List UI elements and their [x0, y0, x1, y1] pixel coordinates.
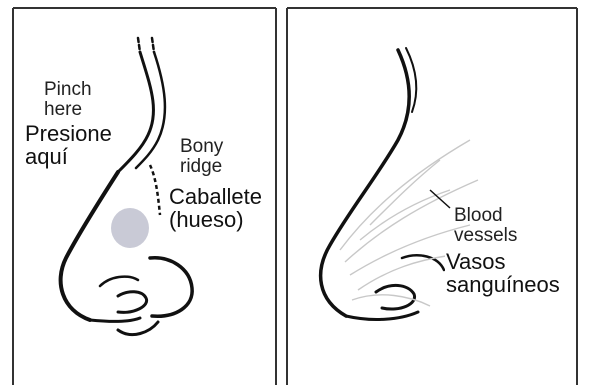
- blood-vessels-leader: [430, 190, 450, 208]
- bony-ridge-label-en: Bony ridge: [180, 137, 223, 177]
- pinch-here-label-es: Presione aquí: [24, 122, 113, 168]
- blood-vessels-line1: Blood: [454, 206, 517, 226]
- pinch-spot: [111, 208, 149, 248]
- bony-ridge-line1: Bony: [180, 137, 223, 157]
- presione-line1: Presione: [25, 122, 112, 145]
- bony-ridge-marker: [150, 165, 160, 215]
- vasos-line2: sanguíneos: [446, 273, 560, 296]
- presione-line2: aquí: [25, 145, 112, 168]
- blood-vessels-label-es: Vasos sanguíneos: [445, 250, 561, 296]
- blood-vessels-line2: vessels: [454, 226, 517, 246]
- pinch-here-label-en: Pinch here: [44, 80, 92, 120]
- bony-ridge-label-es: Caballete (hueso): [168, 185, 263, 231]
- pinch-here-line1: Pinch: [44, 80, 92, 100]
- right-nose-outline: [321, 48, 444, 319]
- pinch-here-line2: here: [44, 100, 92, 120]
- bony-ridge-line2: ridge: [180, 157, 223, 177]
- caballete-line2: (hueso): [169, 208, 262, 231]
- vasos-line1: Vasos: [446, 250, 560, 273]
- caballete-line1: Caballete: [169, 185, 262, 208]
- blood-vessels-label-en: Blood vessels: [454, 206, 517, 246]
